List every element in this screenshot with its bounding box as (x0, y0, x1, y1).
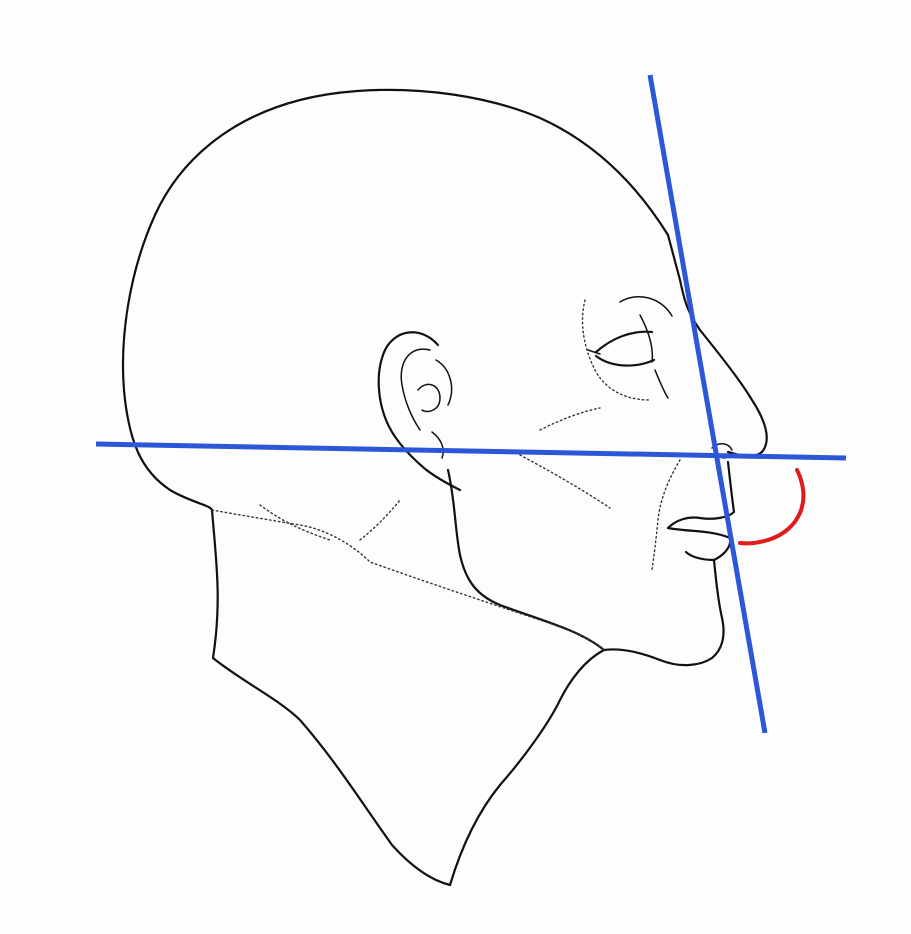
neck-back-outline (212, 510, 450, 885)
ear-lobe-detail (432, 432, 443, 458)
nasolabial-fold-dotted (652, 460, 680, 570)
neck-front-outline (450, 650, 604, 885)
neck-contour-dotted (260, 500, 400, 540)
cheek-contour-dotted-2 (520, 408, 610, 508)
jaw-outline (448, 470, 604, 650)
lower-lip-outline (668, 528, 730, 560)
eye-outline (596, 332, 654, 366)
horizontal-reference-line (96, 444, 846, 458)
ear-outline (379, 332, 460, 490)
chin-outline (604, 560, 724, 665)
ear-inner-fold (401, 349, 451, 430)
facial-profile-line (650, 75, 765, 733)
nasolabial-angle-arc (740, 470, 803, 543)
nose-outline (700, 330, 767, 456)
jaw-contour-dotted (212, 510, 604, 650)
